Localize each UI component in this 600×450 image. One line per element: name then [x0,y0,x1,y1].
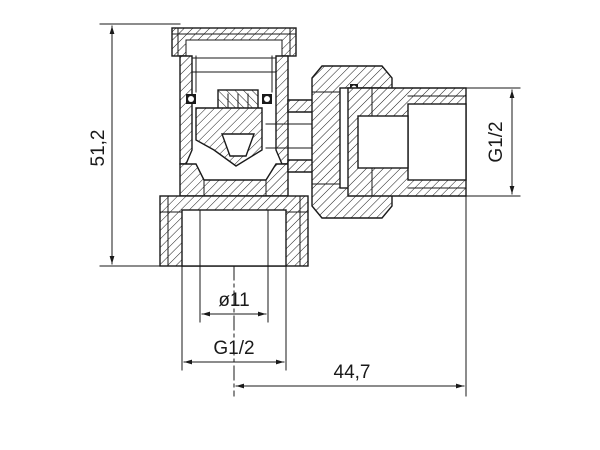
dimension-bottom-thread: G1/2 [181,265,287,371]
tailpiece [347,87,467,197]
bonnet-walls [179,55,289,165]
dimension-side-thread-label: G1/2 [486,121,507,162]
dimension-offset-label: 44,7 [334,362,371,383]
dimension-height-label: 51,2 [88,130,109,167]
body-middle [179,163,289,197]
o-ring-left [186,94,196,104]
valve-stem [195,89,263,167]
valve-body [159,27,467,267]
o-ring-right [262,94,272,104]
dimension-side-thread: G1/2 [465,87,521,197]
bottom-inlet [159,195,309,267]
dimension-offset: 44,7 [233,195,467,397]
top-cap [171,27,297,59]
dimension-height: 51,2 [88,23,181,267]
